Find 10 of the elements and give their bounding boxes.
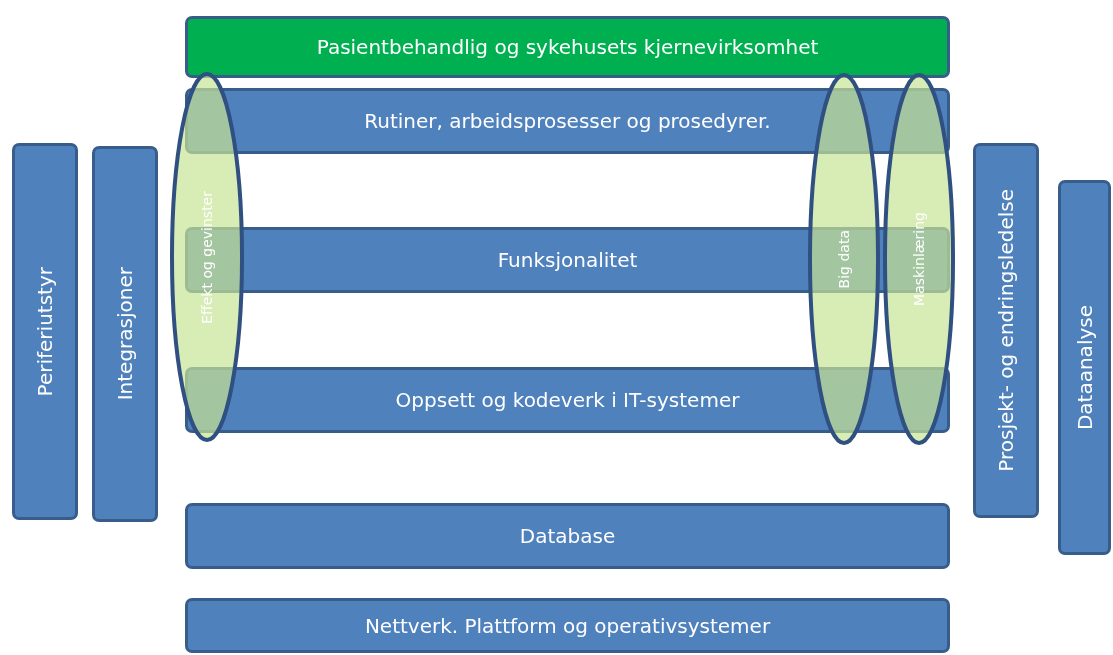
layer-bar: Pasientbehandlig og sykehusets kjernevirksomhet: [185, 16, 950, 78]
layer-bar: Database: [185, 503, 950, 569]
vertical-bar: Dataanalyse: [1058, 180, 1111, 555]
vertical-bar: Prosjekt- og endringsledelse: [973, 143, 1039, 518]
overlay-ellipse: Big data: [808, 73, 880, 445]
vertical-bar: Integrasjoner: [92, 146, 158, 522]
overlay-ellipse: Maskinlæring: [883, 73, 955, 445]
overlay-ellipse: Effekt og gevinster: [170, 72, 244, 442]
vertical-bar: Periferiutstyr: [12, 143, 78, 520]
layer-bar: Nettverk. Plattform og operativsystemer: [185, 598, 950, 653]
